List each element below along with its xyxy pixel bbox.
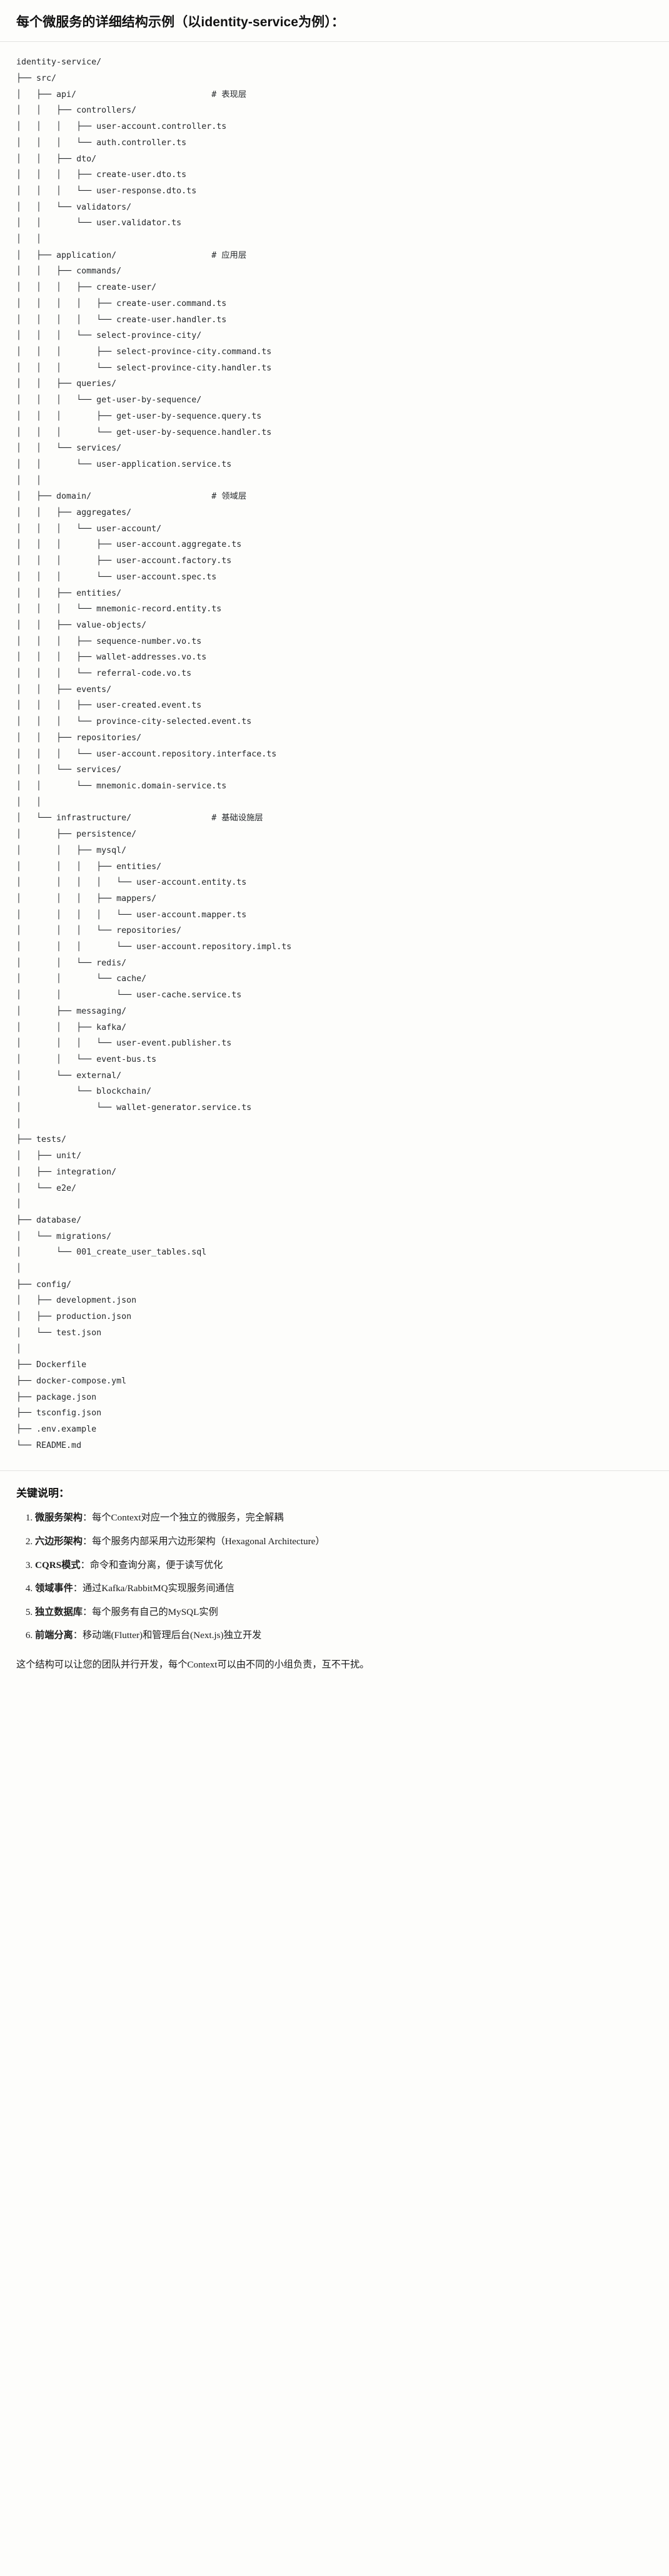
note-desc: ：通过Kafka/RabbitMQ实现服务间通信 <box>73 1583 234 1594</box>
note-term: 独立数据库 <box>35 1606 83 1617</box>
divider-bottom <box>0 1470 669 1471</box>
divider-top <box>0 41 669 43</box>
list-item: CQRS模式：命令和查询分离，便于读写优化 <box>35 1558 653 1574</box>
key-notes-list: 微服务架构：每个Context对应一个独立的微服务，完全解耦 六边形架构：每个服… <box>16 1510 653 1644</box>
document-page: 每个微服务的详细结构示例（以identity-service为例）： ident… <box>0 0 669 1686</box>
note-desc: ：命令和查询分离，便于读写优化 <box>80 1559 223 1571</box>
directory-tree-block: identity-service/ ├── src/ │ ├── api/ # … <box>0 42 669 1470</box>
list-item: 领域事件：通过Kafka/RabbitMQ实现服务间通信 <box>35 1581 653 1597</box>
title-block: 每个微服务的详细结构示例（以identity-service为例）： <box>0 0 669 41</box>
list-item: 前端分离：移动端(Flutter)和管理后台(Next.js)独立开发 <box>35 1628 653 1644</box>
list-item: 独立数据库：每个服务有自己的MySQL实例 <box>35 1605 653 1621</box>
note-term: 六边形架构 <box>35 1535 83 1547</box>
closing-paragraph: 这个结构可以让您的团队并行开发，每个Context可以由不同的小组负责，互不干扰… <box>16 1659 370 1671</box>
note-desc: ：每个服务内部采用六边形架构（Hexagonal Architecture） <box>82 1535 325 1547</box>
directory-tree: identity-service/ ├── src/ │ ├── api/ # … <box>16 58 292 1450</box>
note-term: 领域事件 <box>35 1583 73 1594</box>
note-term: 微服务架构 <box>35 1512 83 1524</box>
key-notes-block: 关键说明： 微服务架构：每个Context对应一个独立的微服务，完全解耦 六边形… <box>0 1471 669 1686</box>
key-notes-heading: 关键说明： <box>16 1487 69 1499</box>
note-desc: ：每个Context对应一个独立的微服务，完全解耦 <box>82 1512 284 1524</box>
page-title: 每个微服务的详细结构示例（以identity-service为例）： <box>16 15 345 29</box>
note-term: 前端分离 <box>35 1630 73 1641</box>
note-term: CQRS模式 <box>35 1559 81 1571</box>
note-desc: ：移动端(Flutter)和管理后台(Next.js)独立开发 <box>73 1630 262 1641</box>
list-item: 微服务架构：每个Context对应一个独立的微服务，完全解耦 <box>35 1510 653 1526</box>
list-item: 六边形架构：每个服务内部采用六边形架构（Hexagonal Architectu… <box>35 1534 653 1550</box>
note-desc: ：每个服务有自己的MySQL实例 <box>82 1606 218 1617</box>
